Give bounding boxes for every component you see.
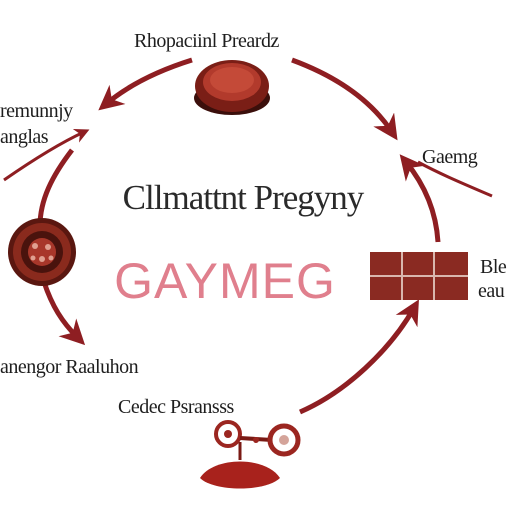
center-title: Cllmattnt Pregyny bbox=[122, 178, 365, 217]
label-bottom: Cedec Psransss bbox=[118, 396, 234, 418]
label-right-mid-line2: eau bbox=[478, 280, 505, 302]
arrow-right-up bbox=[399, 154, 441, 243]
label-top-left-line1: remunnjy bbox=[0, 100, 73, 122]
label-top-left-line2: anglas bbox=[0, 126, 49, 148]
label-right-upper: Gaemg bbox=[422, 146, 478, 168]
arrow-left-down bbox=[37, 148, 74, 227]
arrow-left-swoosh bbox=[3, 128, 90, 182]
grid-tiles-icon bbox=[370, 252, 468, 300]
arrow-bottom-up bbox=[299, 299, 419, 415]
arrow-right-swoosh bbox=[417, 160, 493, 198]
round-button-icon bbox=[194, 60, 270, 115]
donut-disc-icon bbox=[8, 218, 76, 286]
label-right-mid-line1: Ble bbox=[480, 256, 507, 278]
arrow-top-right bbox=[291, 57, 398, 141]
arrow-top-left bbox=[98, 57, 193, 111]
center-word: GAYMEG bbox=[114, 253, 336, 309]
label-lower-left: anengor Raaluhon bbox=[0, 356, 139, 378]
scale-dish-icon bbox=[200, 420, 301, 489]
arrow-left-lower bbox=[41, 281, 86, 346]
label-top: Rhopaciinl Preardz bbox=[134, 30, 279, 52]
